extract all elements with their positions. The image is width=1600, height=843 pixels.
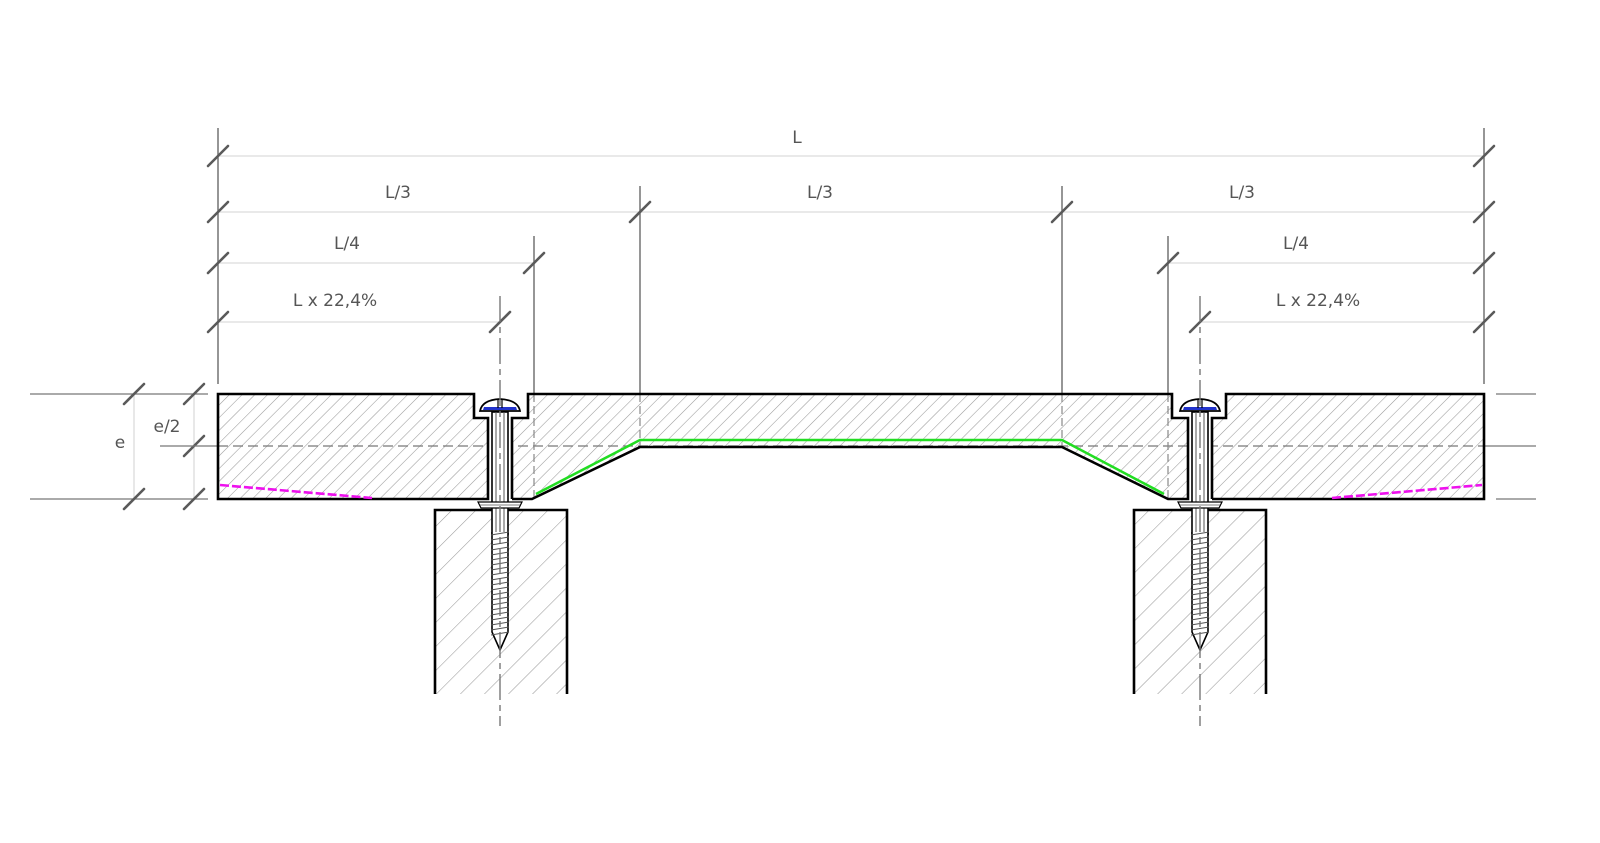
label-quarter-right: L/4 — [1283, 234, 1309, 254]
label-total-length: L — [792, 128, 802, 148]
tick-mark — [182, 382, 206, 406]
tick-mark — [206, 144, 230, 168]
tick-mark — [206, 310, 230, 334]
tick-mark — [1472, 310, 1496, 334]
board-outline — [216, 392, 490, 501]
label-half-thickness: e/2 — [153, 417, 180, 437]
tick-mark — [122, 487, 146, 511]
thread-mark — [490, 576, 510, 581]
thread-mark — [490, 541, 510, 546]
label-third-left: L/3 — [385, 183, 411, 203]
label-thickness: e — [115, 433, 125, 453]
profile-line-magenta-right — [1331, 483, 1483, 500]
label-screw-position-right: L x 22,4% — [1276, 291, 1360, 311]
label-quarter-left: L/4 — [334, 234, 360, 254]
thread-mark — [1190, 626, 1210, 631]
thread-mark — [1190, 576, 1210, 581]
board — [216, 392, 1486, 501]
thread-mark — [1190, 586, 1210, 591]
tick-mark — [206, 200, 230, 224]
tick-mark — [628, 200, 652, 224]
label-screw-position-left: L x 22,4% — [293, 291, 377, 311]
thread-mark — [1190, 616, 1210, 621]
thread-mark — [1190, 541, 1210, 546]
screw-head-fill — [483, 407, 517, 410]
tick-mark — [1050, 200, 1074, 224]
tick-mark — [1156, 251, 1180, 275]
dimension-lines: L L/3 L/3 L/3 L/4 L/4 L x 22,4% L x 22,4… — [206, 128, 1496, 394]
screw-icon — [1177, 398, 1223, 652]
profile-line-magenta-left — [219, 483, 373, 500]
profile-line-green — [535, 438, 1165, 496]
thread-mark — [490, 586, 510, 591]
tick-mark — [1472, 251, 1496, 275]
label-third-right: L/3 — [1229, 183, 1255, 203]
thread-mark — [1190, 531, 1210, 536]
tick-mark — [182, 487, 206, 511]
tick-mark — [522, 251, 546, 275]
screw-head-fill — [1183, 407, 1217, 410]
tick-mark — [122, 382, 146, 406]
thread-mark — [490, 626, 510, 631]
thread-mark — [490, 531, 510, 536]
label-third-middle: L/3 — [807, 183, 833, 203]
thread-mark — [490, 616, 510, 621]
tick-mark — [1472, 144, 1496, 168]
tick-mark — [1472, 200, 1496, 224]
tick-mark — [206, 251, 230, 275]
